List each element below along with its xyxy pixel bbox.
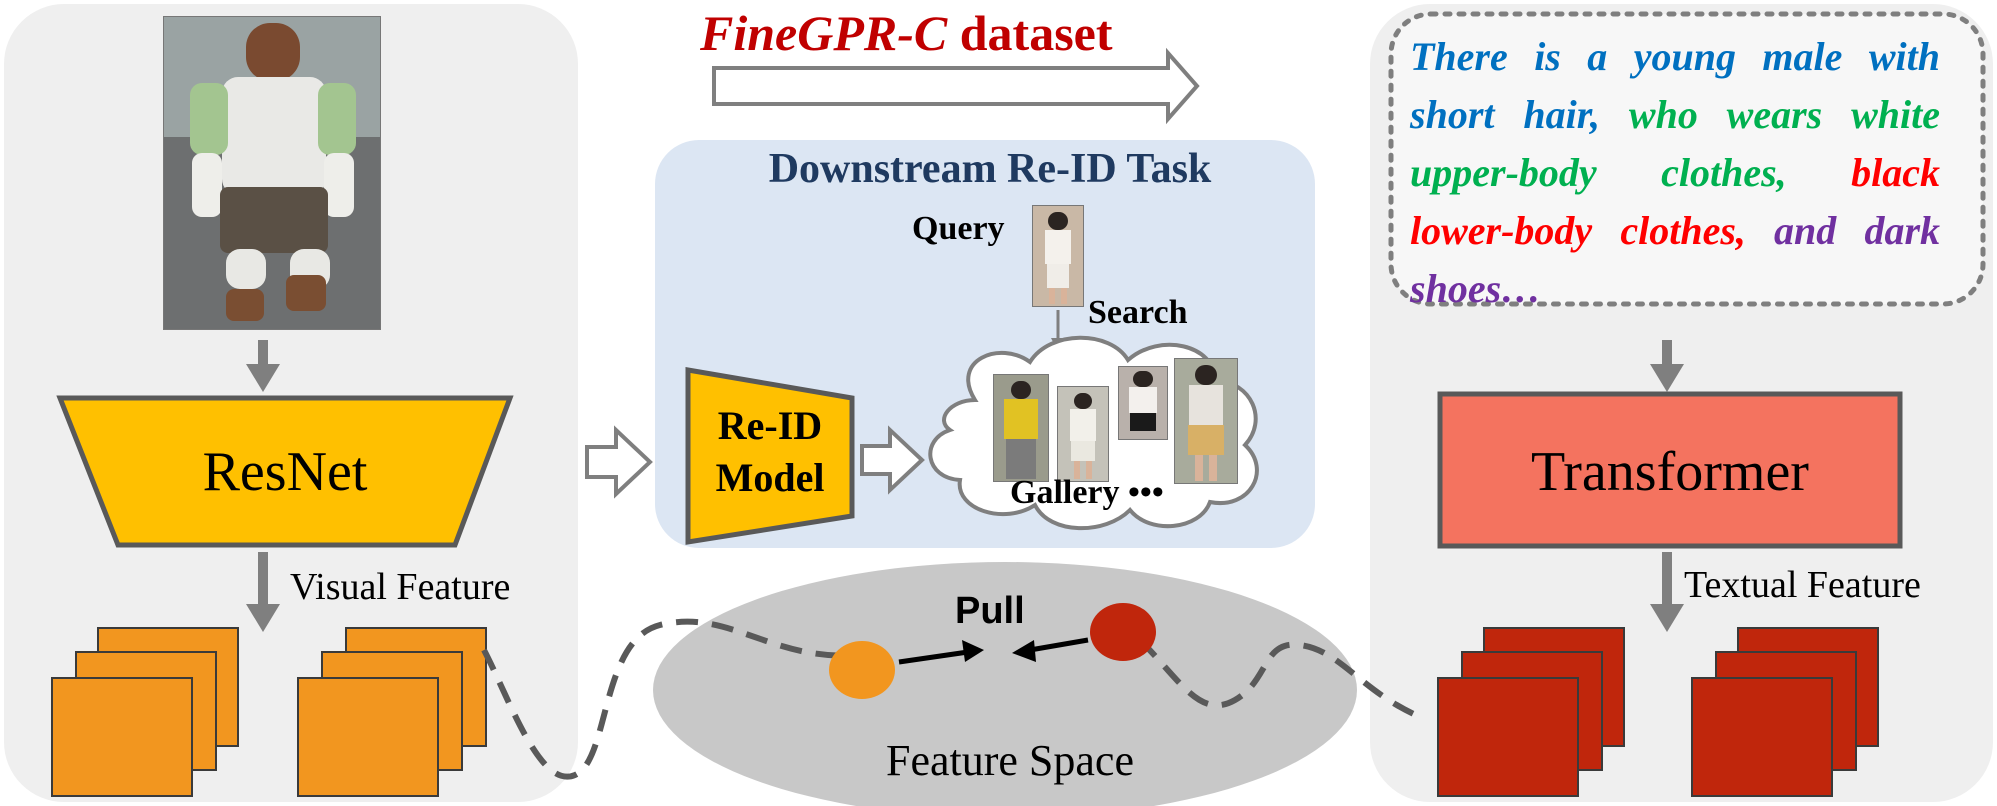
visual-point — [829, 641, 895, 699]
panel-to-reid-arrow — [585, 425, 653, 499]
textual-feature-label: Textual Feature — [1684, 564, 1921, 606]
description-segment-4: black lower-body clothes, — [1410, 150, 1940, 253]
pull-arrow-left — [1012, 640, 1036, 662]
reid-model-block — [685, 367, 855, 545]
gallery-ellipsis: ••• — [1128, 474, 1164, 511]
search-label: Search — [1088, 294, 1188, 331]
description-segment-2: with short hair, — [1410, 34, 1940, 137]
gallery-label: Gallery ••• — [1010, 474, 1164, 512]
reid-model-line1: Re-ID — [717, 403, 823, 448]
visual-feature-label: Visual Feature — [290, 566, 511, 608]
pull-arrow-right — [962, 640, 984, 662]
text-description: There is a young male with short hair, w… — [1410, 28, 1940, 318]
transformer-label: Transformer — [1531, 441, 1809, 503]
gallery-image-1 — [993, 374, 1049, 482]
textual-point — [1090, 603, 1156, 661]
gallery-label-text: Gallery — [1010, 474, 1120, 511]
gallery-image-3 — [1118, 366, 1168, 440]
synthetic-person-image — [163, 16, 381, 330]
reid-model-line2: Model — [715, 455, 825, 500]
textual-feature-stack-2 — [1691, 627, 1879, 797]
gallery-image-4 — [1174, 358, 1238, 484]
description-box — [1388, 11, 1986, 307]
visual-feature-stack-2 — [297, 627, 487, 797]
description-segment-3: who wears white upper-body clothes, — [1410, 92, 1940, 195]
gallery-image-2 — [1057, 386, 1109, 482]
description-segment-1: There is a young male — [1410, 34, 1843, 79]
dataset-arrow — [712, 47, 1200, 125]
dataset-title: FineGPR-C dataset — [700, 4, 1260, 64]
dataset-suffix: dataset — [947, 5, 1113, 61]
down-arrows — [246, 340, 1684, 632]
textual-feature-stack-1 — [1437, 627, 1625, 797]
reid-model-label: Re-ID Model — [690, 400, 850, 504]
description-segment-5: and dark shoes… — [1410, 208, 1941, 311]
dashed-connector — [481, 618, 1420, 780]
pull-label: Pull — [955, 590, 1025, 632]
visual-feature-stack-1 — [51, 627, 239, 797]
query-image — [1032, 205, 1084, 307]
feature-space-label: Feature Space — [886, 736, 1134, 785]
reid-task-title: Downstream Re-ID Task — [768, 146, 1212, 192]
model-to-gallery-arrow — [860, 425, 925, 495]
query-label: Query — [912, 210, 1005, 247]
resnet-label: ResNet — [202, 441, 368, 503]
feature-space-ellipse — [653, 562, 1357, 806]
transformer-block — [1437, 391, 1903, 549]
resnet-block — [56, 395, 514, 548]
dataset-name: FineGPR-C — [700, 5, 948, 61]
